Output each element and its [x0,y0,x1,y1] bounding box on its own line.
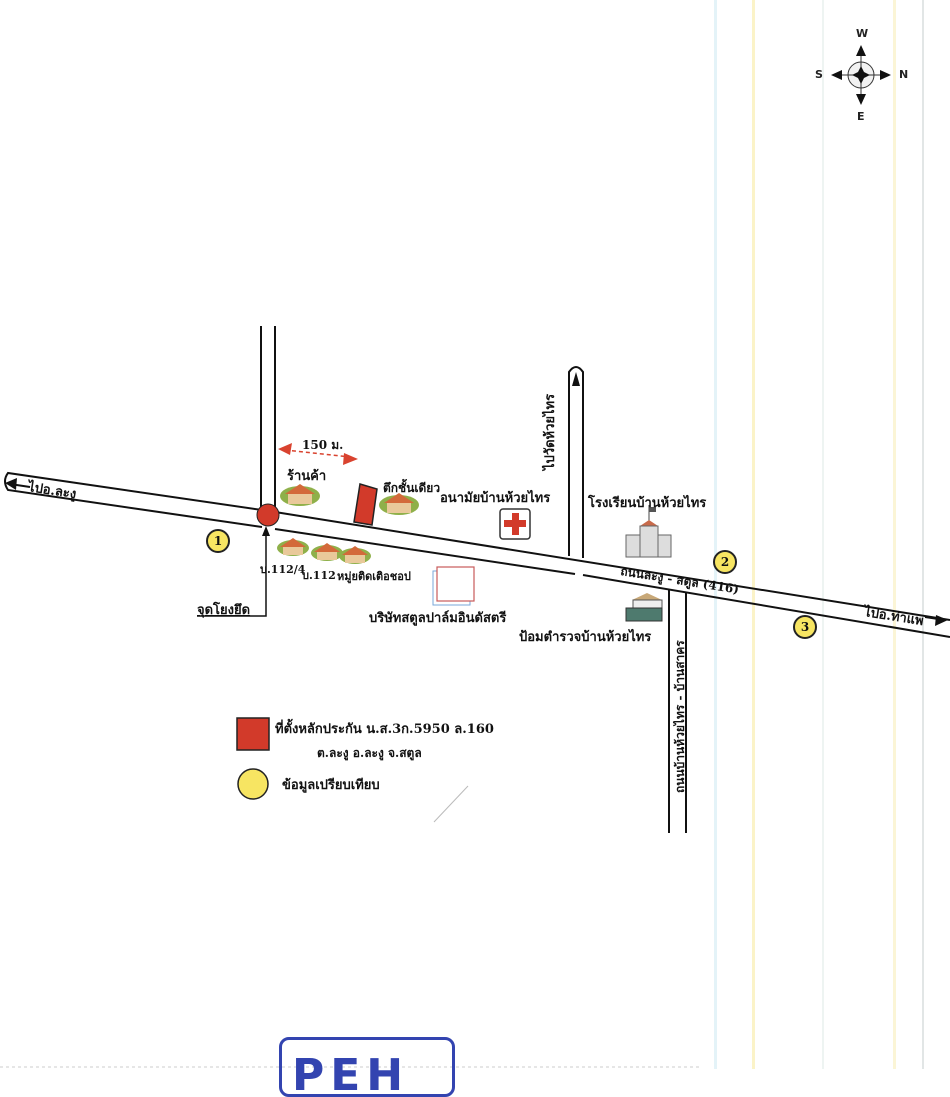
legend-comparison-label: ข้อมูลเปรียบเทียบ [282,778,380,793]
legend-collateral-line2: ต.ละงู อ.ละงู จ.สตูล [317,746,422,760]
reference-arrow-icon [262,526,270,536]
company-stamp: PEH [279,1037,455,1097]
village-label: หมู่ยติดเติอชอป [337,570,411,583]
reference-point-label: จุดโยงยึด [197,603,251,618]
house-112-4-label: บ.112/4 [260,563,306,576]
shop-label: ร้านค้า [287,469,327,484]
compass-icon [831,45,891,105]
north-road [260,326,276,512]
scan-stripe [893,0,896,1069]
compass-east-label: E [857,110,865,123]
house-icon [339,546,371,564]
distance-arrow-icon [284,449,351,458]
distance-label: 150 ม. [302,438,344,452]
reference-marker-3: 3 [793,615,817,639]
reference-point-marker [256,503,280,527]
temple-road [568,366,584,558]
health-center-label: อนามัยบ้านห้วยไทร [440,491,551,506]
temple-road-arrow-icon [572,372,580,386]
distance-arrow-left-icon [278,443,292,455]
police-icon [625,593,663,622]
single-storey-label: ตึกชั้นเดียว [383,481,441,495]
distance-arrow-right-icon [343,453,358,465]
compass-south-label: S [815,68,823,81]
scan-stripe [714,0,717,1069]
south-road [668,589,687,833]
south-road-label: ถนนบ้านห้วยไทร - บ้านสาคร [673,640,687,793]
scan-stripe [922,0,924,1069]
map-canvas [0,45,950,1068]
reference-marker-1: 1 [206,529,230,553]
house-icon [280,484,320,506]
house-112-label: บ.112 [302,569,336,582]
stamp-text: PEH [292,1050,410,1097]
house-icon [379,493,419,515]
school-icon [625,505,672,558]
legend-comparison-swatch [237,768,269,800]
legend-collateral-swatch [236,717,270,751]
company-label: บริษัทสตูลปาล์มอินดัสตรี [369,611,507,626]
scan-stripe [752,0,755,1069]
school-label: โรงเรียนบ้านห้วยไทร [588,496,707,511]
reference-point-pointer [197,532,267,617]
legend-collateral-line1: ที่ตั้งหลักประกัน น.ส.3ก.5950 ล.160 [275,722,494,737]
west-arrow-icon [5,478,31,490]
east-arrow-icon [924,615,948,626]
compass-west-label: W [856,27,869,40]
company-icon [432,566,475,606]
reference-marker-2: 2 [713,550,737,574]
scan-stripe [822,0,824,1069]
scan-mark [433,785,469,823]
health-center-icon [499,508,531,540]
collateral-building [353,483,378,526]
police-label: ป้อมตำรวจบ้านห้วยไทร [519,630,652,645]
temple-road-label: ไปวัดห้วยไทร [543,393,558,470]
house-icon [311,543,343,561]
compass-north-label: N [899,68,909,81]
main-road [4,471,950,638]
house-icon [277,538,309,556]
